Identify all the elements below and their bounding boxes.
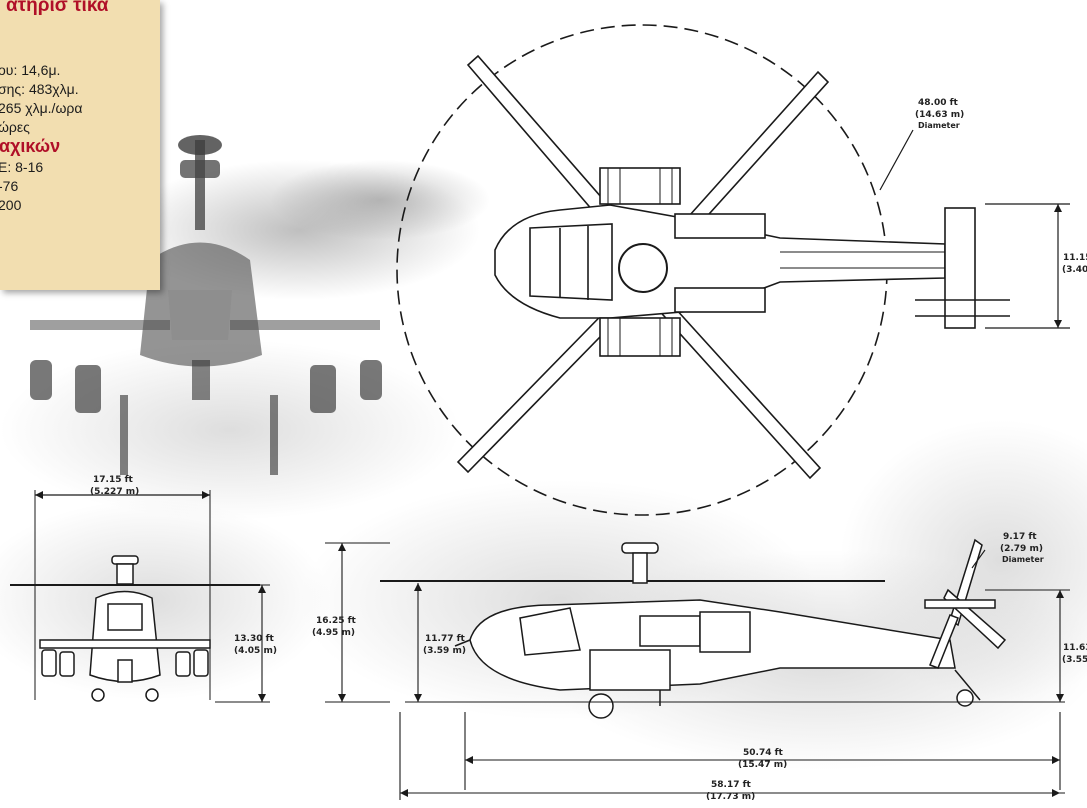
spec-line-3: 265 χλμ./ωρα [0, 100, 83, 116]
spec-line-4: ώρες [0, 119, 30, 135]
front-view-dimensions [215, 542, 390, 703]
tail-height-ft: 11.63 f [1063, 643, 1087, 653]
tail-height-m: (3.55 m [1062, 655, 1087, 665]
rotor-diameter-ft: 48.00 ft [918, 98, 959, 108]
front-view-drawing [10, 490, 260, 702]
weapon-line-2: -76 [0, 178, 19, 194]
front-height-m: (4.05 m) [234, 646, 277, 656]
dimension-arrowheads [35, 204, 1064, 797]
overall-length-ft: 58.17 ft [711, 780, 752, 790]
specs-heading: ατηρισ τικα [6, 0, 109, 16]
tail-width-m: (3.40 m [1062, 265, 1087, 275]
tail-rotor-diameter-m: (2.79 m) [1000, 544, 1043, 554]
fuselage-length-m: (15.47 m) [738, 760, 787, 770]
background-helicopter-photo [30, 135, 382, 475]
rotor-diameter-label: Diameter [918, 121, 960, 130]
tail-rotor-diameter-label: Diameter [1002, 555, 1044, 564]
front-width-m: (5.227 m) [90, 487, 139, 497]
dimension-labels: 48.00 ft (14.63 m) Diameter 11.15 f (3.4… [90, 98, 1087, 802]
weapon-line-1: Ε: 8-16 [0, 159, 44, 175]
top-tail-width-dimension [985, 203, 1070, 329]
front-width-ft: 17.15 ft [93, 475, 134, 485]
overall-length-m: (17.73 m) [706, 792, 755, 802]
overall-height-m: (4.95 m) [312, 628, 355, 638]
spec-line-1: ου: 14,6μ. [0, 62, 61, 78]
side-view-drawing [380, 538, 1007, 719]
specs-panel: ατηρισ τικα ου: 14,6μ. σης: 483χλμ. 265 … [0, 0, 160, 290]
weapons-heading: αχικών [0, 136, 61, 156]
side-view-dimensions [399, 549, 1070, 800]
rotor-diameter-m: (14.63 m) [915, 110, 964, 120]
rotor-height-ft: 11.77 ft [425, 634, 466, 644]
rotor-height-m: (3.59 m) [423, 646, 466, 656]
tail-width-ft: 11.15 f [1063, 253, 1087, 263]
front-height-ft: 13.30 ft [234, 634, 275, 644]
tail-rotor-diameter-ft: 9.17 ft [1003, 532, 1037, 542]
rotor-diameter-leader [879, 129, 914, 191]
top-view-drawing [396, 24, 1010, 516]
weapon-line-3: 200 [0, 197, 22, 213]
overall-height-ft: 16.25 ft [316, 616, 357, 626]
spec-line-2: σης: 483χλμ. [0, 81, 79, 97]
fuselage-length-ft: 50.74 ft [743, 748, 784, 758]
